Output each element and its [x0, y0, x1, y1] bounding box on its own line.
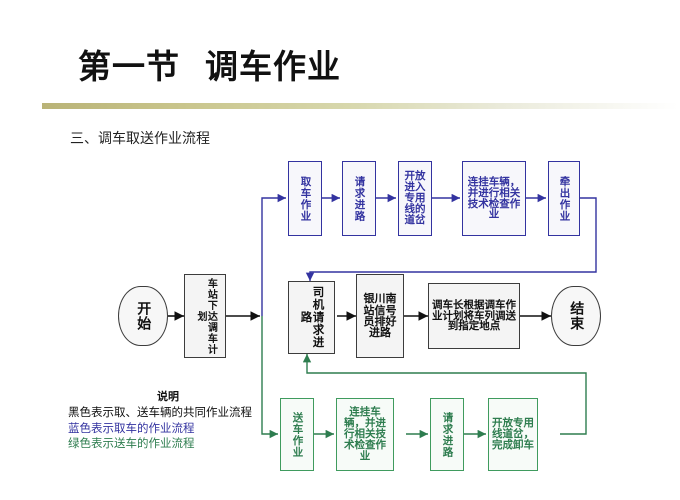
flow-node-pickup-request-route[interactable]: 请求进路: [342, 161, 376, 236]
flow-node-delivery-request-route[interactable]: 请求进路: [430, 398, 464, 471]
flow-node-pickup-couple-inspect[interactable]: 连挂车辆，并进行相关技术检查作业: [462, 161, 526, 236]
legend-green-note: 绿色表示送车的作业流程: [68, 436, 195, 451]
flow-node-delivery-open-unload[interactable]: 开放专用线道岔，完成卸车: [488, 398, 538, 471]
legend: 说明 黑色表示取、送车辆的共同作业流程 蓝色表示取车的作业流程 绿色表示送车的作…: [68, 388, 268, 452]
flow-node-plan[interactable]: 车站下达调车计划: [184, 274, 226, 358]
title-divider: [42, 103, 678, 109]
flow-node-signal-route[interactable]: 银川南站信号员排好进路: [356, 274, 404, 358]
flow-node-pickup-pull-out[interactable]: 牵出作业: [548, 161, 580, 236]
page-title: 第一节 调车作业: [78, 47, 341, 86]
section-subtitle: 三、调车取送作业流程: [70, 131, 210, 147]
flow-node-end[interactable]: 结束: [551, 286, 601, 346]
legend-title: 说明: [157, 390, 179, 403]
flow-node-dispatch-to-point[interactable]: 调车长根据调车作业计划将车列调送到指定地点: [428, 283, 520, 349]
flow-node-start[interactable]: 开始: [118, 286, 168, 346]
legend-blue-note: 蓝色表示取车的作业流程: [68, 420, 195, 435]
flow-node-driver-request[interactable]: 司机请求进路: [288, 281, 335, 354]
flow-node-delivery-couple-inspect[interactable]: 连挂车辆，并进行相关技术检查作业: [336, 398, 394, 471]
legend-black-note: 黑色表示取、送车辆的共同作业流程: [68, 405, 252, 419]
flow-node-delivery-op[interactable]: 送车作业: [280, 398, 314, 471]
flow-node-pickup-open-switch[interactable]: 开放进入专用线的道岔: [398, 161, 432, 236]
flow-node-pickup-op[interactable]: 取车作业: [288, 161, 322, 236]
